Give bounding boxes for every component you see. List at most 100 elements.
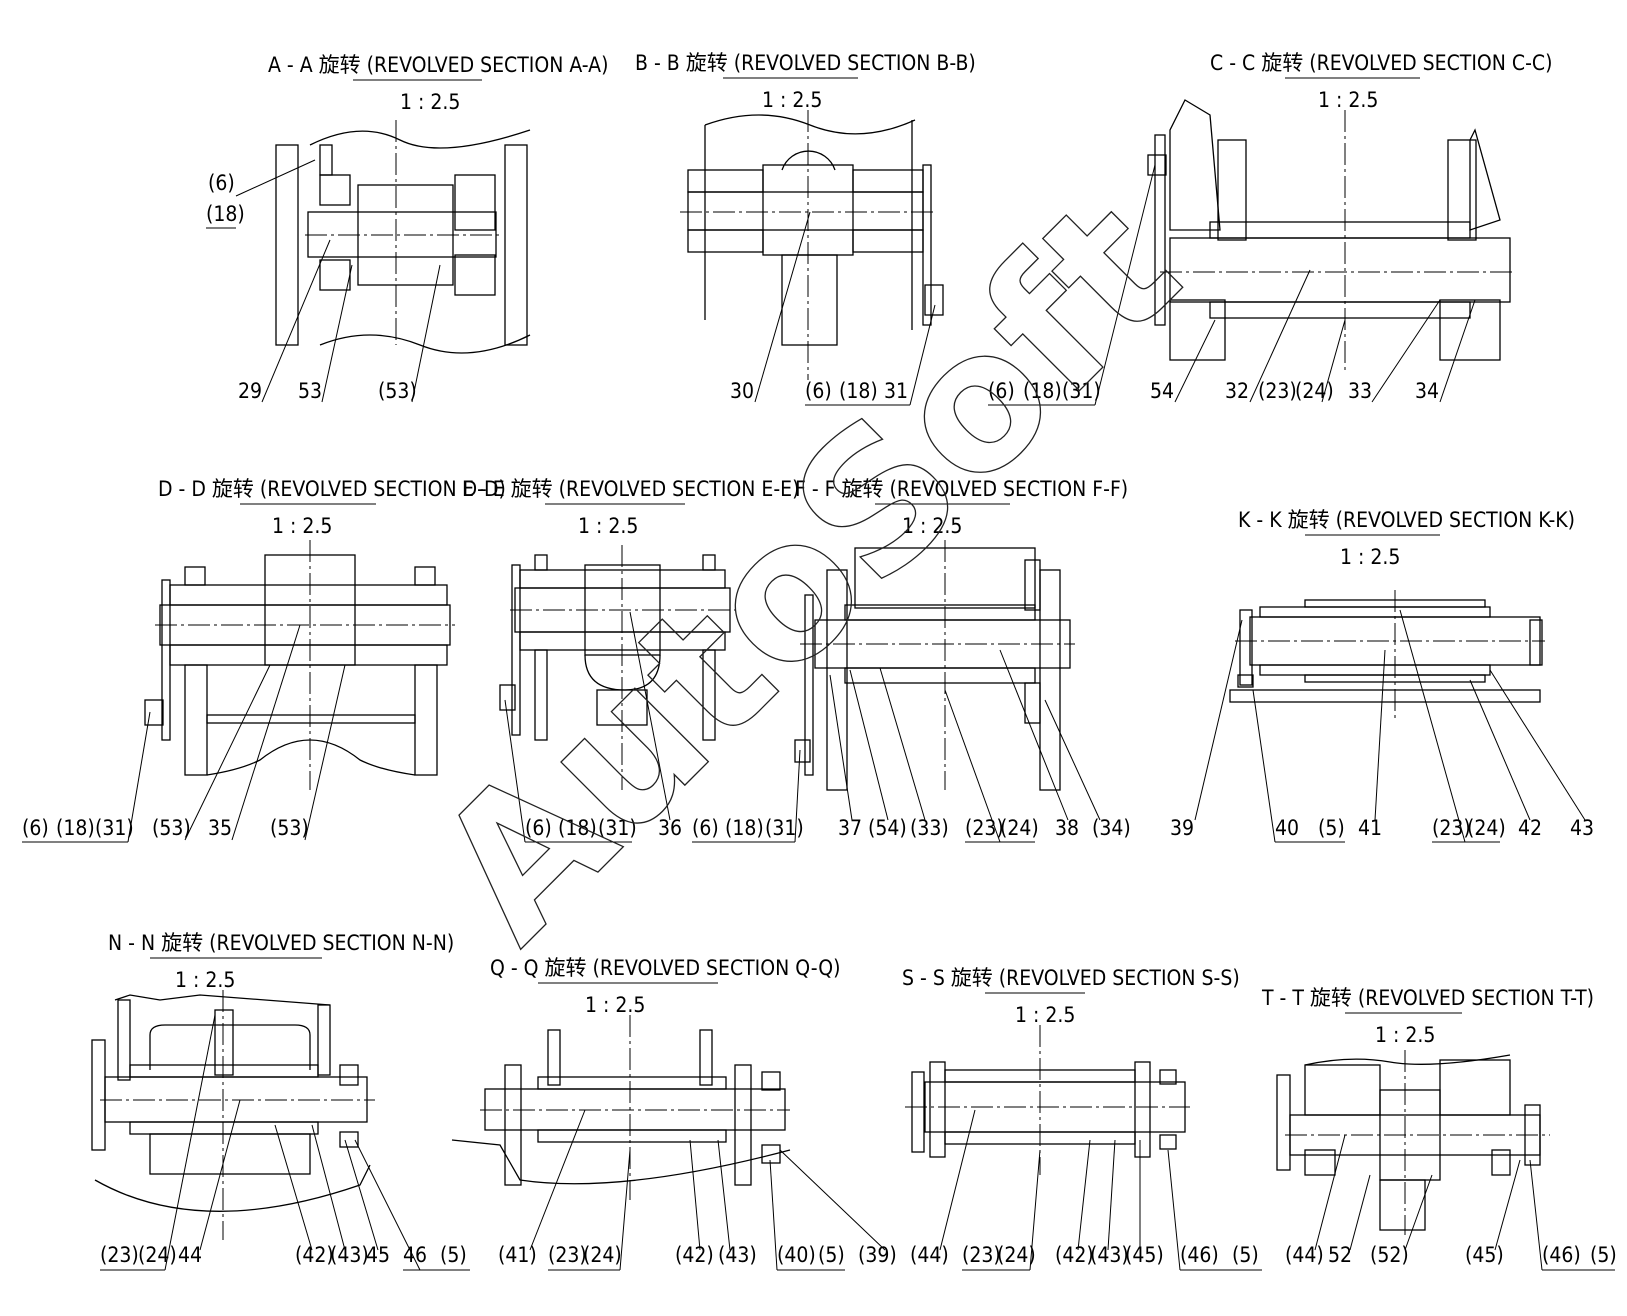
section-a-a-title: A - A 旋转 (REVOLVED SECTION A-A) — [268, 53, 608, 77]
section-t-t-view — [1276, 1050, 1550, 1235]
callout-q-39: (39) — [858, 1243, 897, 1267]
callout-a-18: (18) — [206, 202, 245, 226]
callout-a-53b: (53) — [378, 379, 417, 403]
callout-n-23: (23) — [100, 1243, 139, 1267]
callout-q-41: (41) — [498, 1243, 537, 1267]
section-e-e-view — [499, 545, 735, 790]
callout-n-43: (43) — [330, 1243, 369, 1267]
callout-b-6: (6) — [805, 379, 832, 403]
callout-c-24: (24) — [1295, 379, 1334, 403]
section-k-k: K - K 旋转 (REVOLVED SECTION K-K) 1 : 2.5 … — [1170, 508, 1594, 843]
callout-c-23: (23) — [1258, 379, 1297, 403]
callout-b-18: (18) — [839, 379, 878, 403]
callout-b-31: 31 — [884, 379, 908, 403]
callout-q-40: (40) — [777, 1243, 816, 1267]
section-k-k-title: K - K 旋转 (REVOLVED SECTION K-K) — [1238, 508, 1575, 532]
callout-k-40: 40 — [1275, 816, 1299, 840]
section-e-e-title: E - E 旋转 (REVOLVED SECTION E-E) — [462, 477, 799, 501]
callout-f-54: (54) — [868, 816, 907, 840]
section-t-t-scale: 1 : 2.5 — [1375, 1023, 1435, 1047]
section-t-t-title: T - T 旋转 (REVOLVED SECTION T-T) — [1261, 986, 1594, 1010]
callout-c-32: 32 — [1225, 379, 1249, 403]
callout-a-29: 29 — [238, 379, 262, 403]
section-b-b-title: B - B 旋转 (REVOLVED SECTION B-B) — [635, 51, 976, 75]
callout-s-45: (45) — [1125, 1243, 1164, 1267]
callout-c-54: 54 — [1150, 379, 1174, 403]
callout-f-38: 38 — [1055, 816, 1079, 840]
section-k-k-callouts: 39 40 (5) 41 (23) (24) 42 43 — [1170, 609, 1594, 843]
section-n-n-callouts: (23) (24) 44 (42) (43) 45 46 (5) — [100, 1014, 470, 1271]
callout-d-35: 35 — [208, 816, 232, 840]
callout-s-23: (23) — [962, 1243, 1001, 1267]
callout-c-31: (31) — [1062, 379, 1101, 403]
section-c-c-scale: 1 : 2.5 — [1318, 88, 1378, 112]
callout-a-6: (6) — [208, 171, 235, 195]
section-s-s-callouts: (44) (23) (24) (42) (43) (45) (46) (5) — [910, 1109, 1262, 1271]
section-q-q-scale: 1 : 2.5 — [585, 993, 645, 1017]
callout-d-53b: (53) — [270, 816, 309, 840]
section-n-n: N - N 旋转 (REVOLVED SECTION N-N) 1 : 2.5 … — [91, 931, 470, 1271]
section-k-k-scale: 1 : 2.5 — [1340, 545, 1400, 569]
section-b-b-callouts: 30 (6) (18) 31 — [730, 211, 936, 406]
section-f-f-view — [794, 540, 1075, 791]
section-s-s-scale: 1 : 2.5 — [1015, 1003, 1075, 1027]
section-b-b: B - B 旋转 (REVOLVED SECTION B-B) 1 : 2.5 … — [635, 51, 976, 406]
section-e-e: E - E 旋转 (REVOLVED SECTION E-E) 1 : 2.5 … — [462, 477, 799, 843]
section-c-c-title: C - C 旋转 (REVOLVED SECTION C-C) — [1210, 51, 1553, 75]
callout-b-30: 30 — [730, 379, 754, 403]
callout-d-53: (53) — [152, 816, 191, 840]
section-f-f-scale: 1 : 2.5 — [902, 514, 962, 538]
callout-q-42: (42) — [675, 1243, 714, 1267]
callout-k-24: (24) — [1467, 816, 1506, 840]
callout-n-46: 46 — [403, 1243, 427, 1267]
callout-s-42: (42) — [1055, 1243, 1094, 1267]
section-s-s: S - S 旋转 (REVOLVED SECTION S-S) 1 : 2.5 … — [902, 966, 1262, 1271]
section-q-q-title: Q - Q 旋转 (REVOLVED SECTION Q-Q) — [490, 956, 841, 980]
section-f-f: F - F 旋转 (REVOLVED SECTION F-F) 1 : 2.5 … — [692, 477, 1131, 843]
callout-t-52b: (52) — [1370, 1243, 1409, 1267]
section-t-t-callouts: (44) 52 (52) (45) (46) (5) — [1285, 1134, 1617, 1271]
callout-a-53: 53 — [298, 379, 322, 403]
callout-c-18: (18) — [1023, 379, 1062, 403]
callout-t-45: (45) — [1465, 1243, 1504, 1267]
section-q-q-view — [451, 1015, 791, 1200]
callout-d-6: (6) — [22, 816, 49, 840]
section-d-d-title: D - D 旋转 (REVOLVED SECTION D-D) — [158, 477, 506, 501]
section-b-b-scale: 1 : 2.5 — [762, 88, 822, 112]
callout-k-43: 43 — [1570, 816, 1594, 840]
callout-q-5: (5) — [818, 1243, 845, 1267]
callout-t-5: (5) — [1590, 1243, 1617, 1267]
callout-e-31: (31) — [598, 816, 637, 840]
section-d-d-view — [144, 540, 455, 790]
callout-k-39: 39 — [1170, 816, 1194, 840]
section-c-c: C - C 旋转 (REVOLVED SECTION C-C) 1 : 2.5 … — [988, 51, 1553, 406]
callout-f-34: (34) — [1092, 816, 1131, 840]
callout-c-33: 33 — [1348, 379, 1372, 403]
callout-d-31: (31) — [95, 816, 134, 840]
section-e-e-callouts: (6) (18) (31) 36 — [504, 611, 682, 843]
callout-e-36: 36 — [658, 816, 682, 840]
callout-n-42: (42) — [295, 1243, 334, 1267]
callout-s-46: (46) — [1180, 1243, 1219, 1267]
callout-q-43: (43) — [718, 1243, 757, 1267]
section-a-a-scale: 1 : 2.5 — [400, 90, 460, 114]
section-c-c-view — [1147, 99, 1515, 370]
section-q-q: Q - Q 旋转 (REVOLVED SECTION Q-Q) 1 : 2.5 … — [451, 956, 897, 1271]
section-c-c-callouts: (6) (18) (31) 54 32 (23) (24) 33 34 — [988, 164, 1476, 406]
callout-n-5: (5) — [440, 1243, 467, 1267]
callout-q-24: (24) — [583, 1243, 622, 1267]
callout-n-45: 45 — [366, 1243, 390, 1267]
section-s-s-view — [905, 1025, 1190, 1175]
callout-k-42: 42 — [1518, 816, 1542, 840]
callout-f-31: (31) — [765, 816, 804, 840]
section-a-a-view — [275, 120, 531, 354]
callout-n-44: 44 — [178, 1243, 202, 1267]
callout-s-44: (44) — [910, 1243, 949, 1267]
section-s-s-title: S - S 旋转 (REVOLVED SECTION S-S) — [902, 966, 1240, 990]
callout-n-24: (24) — [138, 1243, 177, 1267]
section-b-b-view — [680, 110, 944, 380]
callout-f-33: (33) — [910, 816, 949, 840]
section-f-f-title: F - F 旋转 (REVOLVED SECTION F-F) — [795, 477, 1128, 501]
callout-s-5: (5) — [1232, 1243, 1259, 1267]
